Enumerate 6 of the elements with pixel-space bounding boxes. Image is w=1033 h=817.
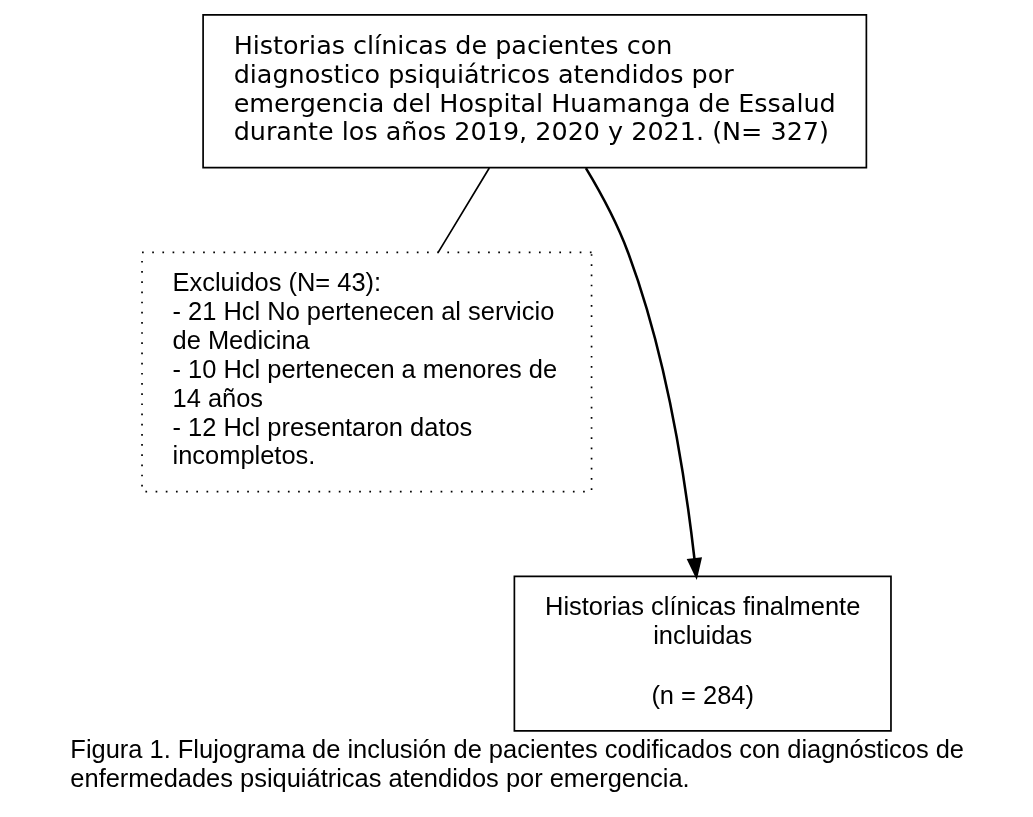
- node-box: Historias clínicas finalmente incluidas (n = 284): [513, 575, 892, 732]
- connector: [437, 167, 491, 254]
- arrow: [584, 167, 703, 581]
- node-box: Excluidos (N= 43): - 21 Hcl No pertenecen al servicio de Medicina - 10 Hcl pertenecen a menores de 14 años - 12 Hcl presentaron datos incompletos.: [141, 251, 593, 493]
- node-box: Historias clínicas de pacientes con diagnostico psiquiátricos atendidos por emergencia del Hospital Huamanga de Essalud durante los años 2019, 2020 y 2021. (N= 327): [202, 14, 868, 169]
- caption: Figura 1. Flujograma de inclusión de pacientes codificados con diagnósticos de enfermedades psiquiátricas atendidos por emergencia.: [70, 734, 965, 792]
